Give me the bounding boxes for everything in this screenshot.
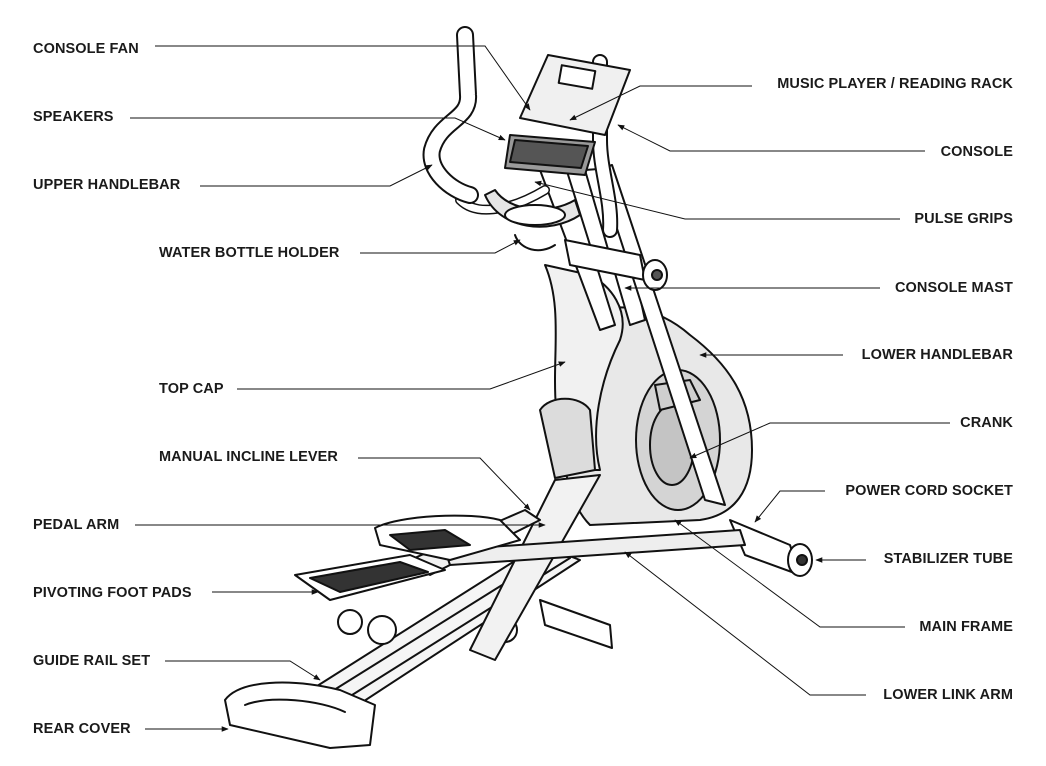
label-console-mast: CONSOLE MAST	[894, 280, 1013, 296]
label-console-fan: CONSOLE FAN	[33, 41, 139, 57]
leader-water-bottle	[360, 239, 521, 254]
console-body	[519, 54, 631, 136]
rear-cover	[224, 681, 376, 749]
leader-pulse-grips	[534, 180, 900, 220]
label-main-frame: MAIN FRAME	[919, 619, 1013, 635]
label-console: CONSOLE	[940, 144, 1013, 160]
elliptical-machine-illustration	[224, 26, 813, 749]
label-guide-rail-set: GUIDE RAIL SET	[33, 653, 151, 669]
label-top-cap: TOP CAP	[159, 381, 224, 397]
pedal-arm-right	[469, 474, 601, 661]
leader-speakers	[130, 117, 506, 141]
label-lower-link-arm: LOWER LINK ARM	[883, 687, 1013, 703]
label-pedal-arm: PEDAL ARM	[33, 517, 120, 533]
label-rear-cover: REAR COVER	[33, 721, 131, 737]
label-water-bottle-holder: WATER BOTTLE HOLDER	[159, 245, 340, 261]
label-power-cord-socket: POWER CORD SOCKET	[845, 483, 1013, 499]
label-speakers: SPEAKERS	[33, 109, 114, 125]
label-stabilizer-tube: STABILIZER TUBE	[883, 551, 1013, 567]
label-pulse-grips: PULSE GRIPS	[914, 211, 1013, 227]
label-lower-handlebar: LOWER HANDLEBAR	[861, 347, 1013, 363]
leader-console	[617, 124, 925, 152]
leader-top-cap	[237, 361, 566, 390]
leader-music-player	[569, 85, 752, 121]
leader-power-cord	[754, 490, 825, 523]
label-manual-incline-lever: MANUAL INCLINE LEVER	[159, 449, 338, 465]
label-upper-handlebar: UPPER HANDLEBAR	[33, 177, 181, 193]
leader-main-frame	[674, 519, 905, 628]
leader-lines	[130, 45, 950, 732]
leader-upper-handlebar	[200, 164, 433, 187]
leader-crank	[689, 422, 950, 459]
label-music-player-reading-rack: MUSIC PLAYER / READING RACK	[777, 76, 1013, 92]
label-pivoting-foot-pads: PIVOTING FOOT PADS	[33, 585, 192, 601]
leader-console-fan	[155, 45, 531, 111]
leader-lower-link-arm	[624, 551, 866, 696]
leader-guide-rail	[165, 660, 321, 681]
leader-manual-incline	[358, 457, 531, 511]
label-crank: CRANK	[960, 415, 1013, 431]
